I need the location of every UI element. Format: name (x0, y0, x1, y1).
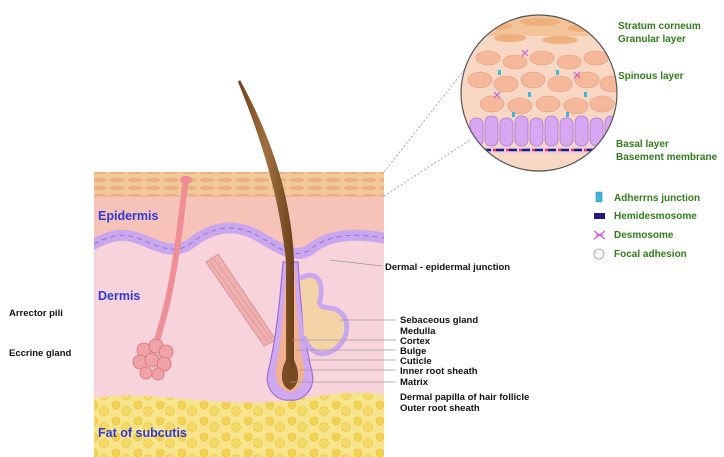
granular-layer-label: Granular layer (618, 34, 686, 45)
dermis-label: Dermis (98, 289, 140, 303)
inner-root-sheath-label: Inner root sheath (400, 366, 478, 377)
basement-membrane-label: Basement membrane (616, 152, 718, 163)
zoom-line-bottom (384, 140, 470, 196)
fat-label: Fat of subcutis (98, 426, 187, 440)
eccrine-gland-label: Eccrine gland (9, 348, 71, 359)
outer-root-sheath-label: Outer root sheath (400, 403, 480, 414)
desmosome-icon (594, 231, 605, 239)
epidermis-label: Epidermis (98, 209, 158, 223)
legend-label-adherens: Adherrns junction (614, 193, 700, 204)
sebaceous-gland-label: Sebaceous gland (400, 315, 478, 326)
legend-label-desmosome: Desmosome (614, 230, 674, 241)
dermal-papilla-label: Dermal papilla of hair follicle (400, 392, 529, 403)
basal-layer-label: Basal layer (616, 139, 669, 150)
hemidesmosome-icon (594, 213, 605, 219)
legend-label-focal-adhesion: Focal adhesion (614, 249, 687, 260)
matrix-label: Matrix (400, 377, 429, 388)
zoom-circle (460, 14, 624, 174)
dermal-epidermal-junction-label: Dermal - epidermal junction (385, 262, 510, 273)
spinous-layer-label: Spinous layer (618, 71, 684, 82)
stratum-corneum-label: Stratum corneum (618, 21, 701, 32)
legend (594, 192, 605, 259)
legend-label-hemidesmosome: Hemidesmosome (614, 211, 697, 222)
focal-adhesion-icon (594, 249, 604, 259)
stratum-corneum-strip (94, 172, 384, 196)
adherens-junction-icon (596, 192, 602, 202)
arrector-pili-label: Arrector pili (9, 308, 63, 319)
